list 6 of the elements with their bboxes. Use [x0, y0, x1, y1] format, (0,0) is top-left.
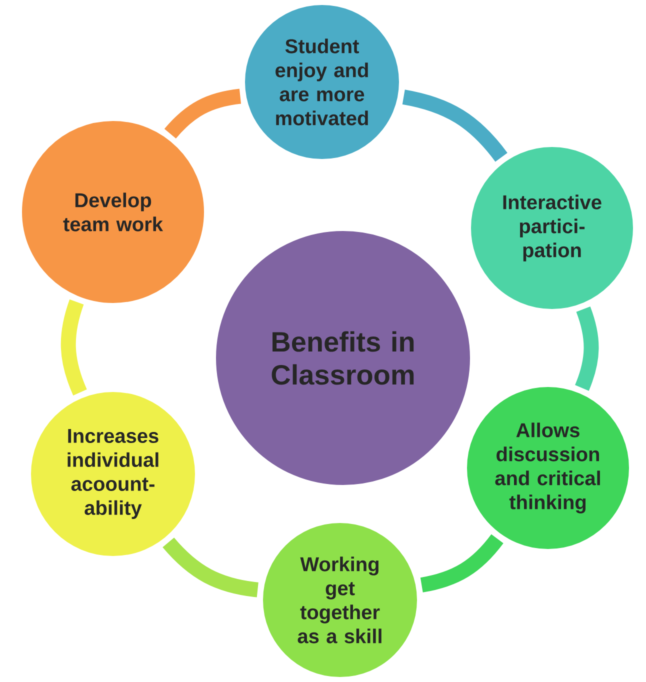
ring-segment: [402, 90, 508, 162]
ring-segment: [162, 537, 259, 598]
ring-segment: [420, 534, 504, 592]
ring-segment: [574, 306, 599, 391]
ring-segment: [164, 88, 242, 139]
ring-segment: [60, 300, 87, 396]
